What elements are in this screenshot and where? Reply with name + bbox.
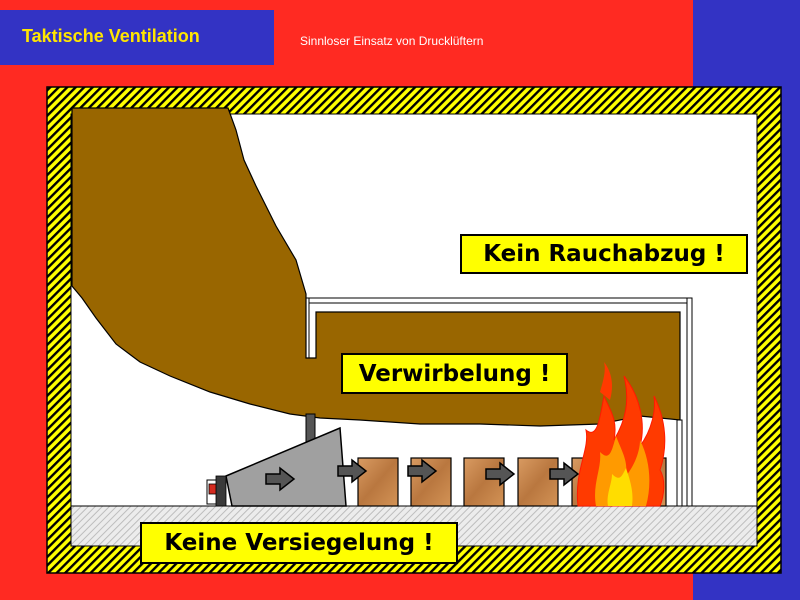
fan-motor-icon bbox=[206, 475, 227, 507]
label-kein-rauchabzug: Kein Rauchabzug ! bbox=[460, 234, 748, 274]
fire-icon bbox=[576, 362, 666, 507]
page-title: Taktische Ventilation bbox=[22, 26, 200, 46]
page-subtitle: Sinnloser Einsatz von Drucklüftern bbox=[300, 34, 484, 48]
label-keine-versiegelung: Keine Versiegelung ! bbox=[140, 522, 458, 564]
pressure-fan-icon bbox=[225, 426, 347, 507]
title-box bbox=[0, 10, 274, 65]
smoke-cloud bbox=[71, 107, 681, 427]
fan-post bbox=[305, 413, 316, 443]
label-verwirbelung: Verwirbelung ! bbox=[341, 353, 568, 394]
inner-wall-top bbox=[303, 297, 693, 304]
inner-wall-inner bbox=[676, 419, 683, 507]
inner-wall-right bbox=[686, 297, 693, 507]
